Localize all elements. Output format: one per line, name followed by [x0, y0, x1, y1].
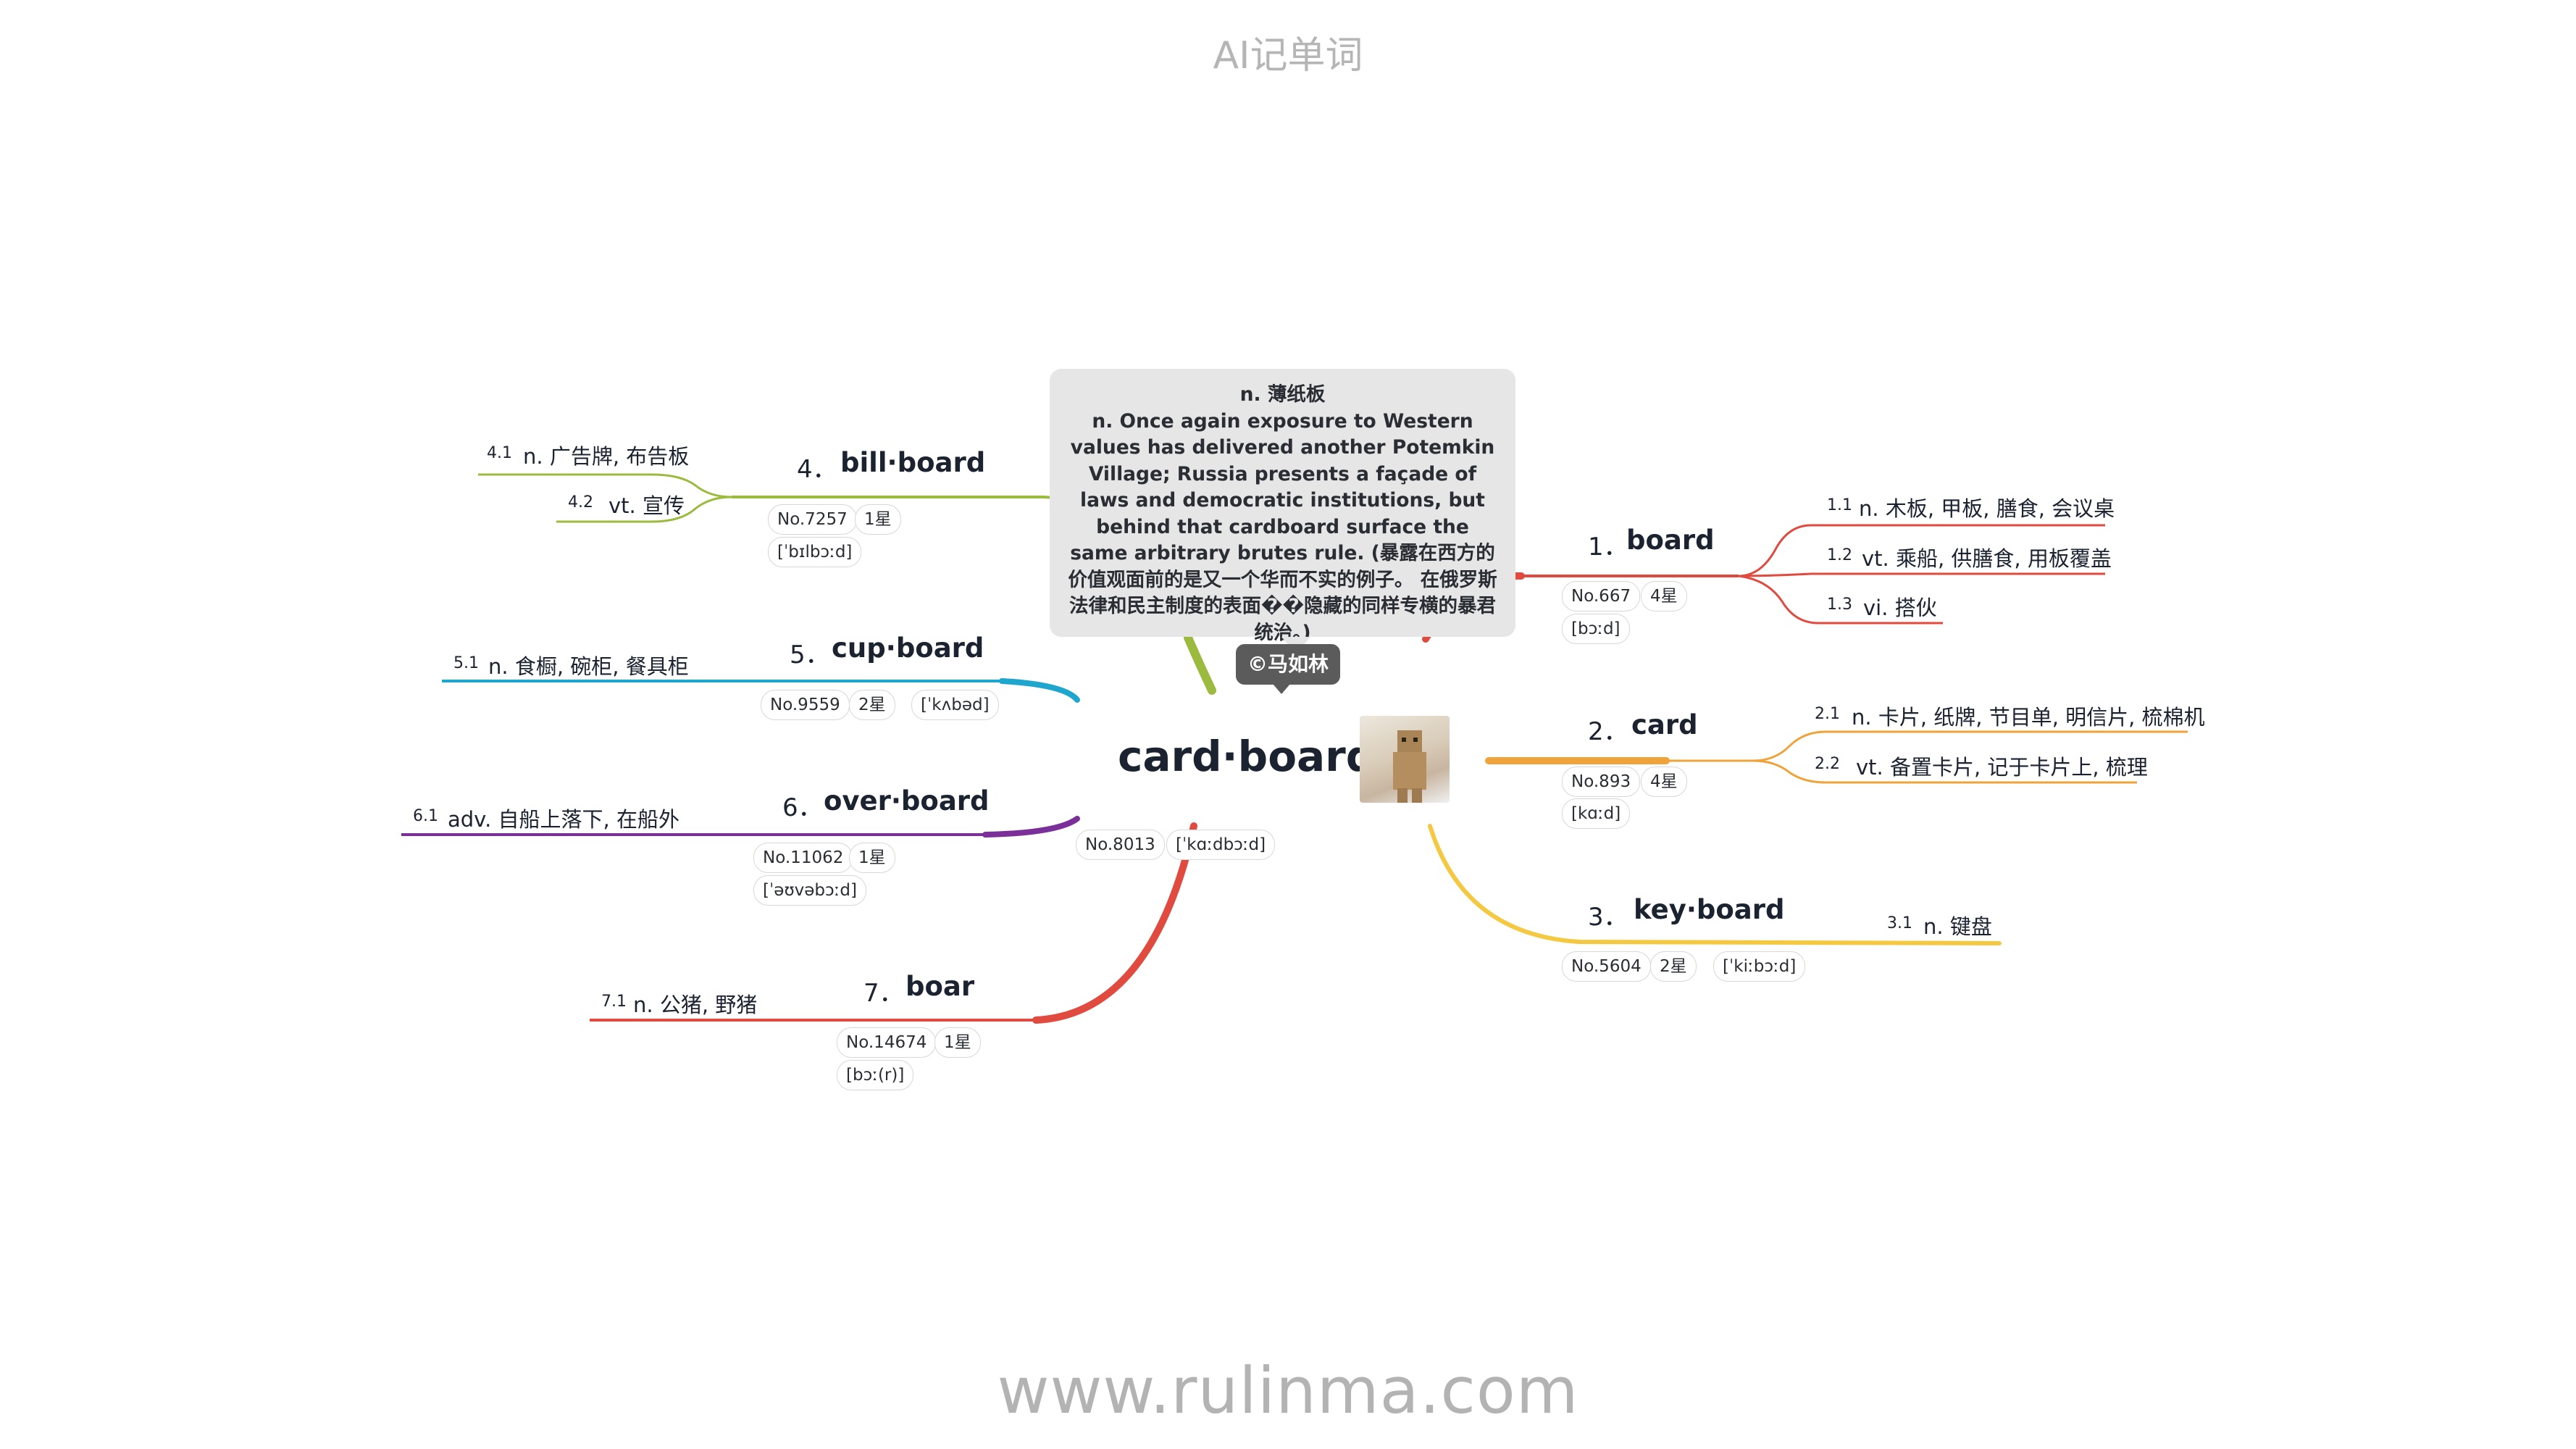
- robot-body-shape: [1393, 752, 1426, 790]
- tooltip-pos-line: n. 薄纸板: [1239, 383, 1326, 406]
- branch-6-number: No.11062: [753, 843, 853, 873]
- branch-5-stars: 2星: [849, 690, 895, 720]
- stem-cupboard: [999, 678, 1080, 703]
- def-7-1-text: n. 公猪, 野猪: [633, 993, 758, 1017]
- branch-2-index: 2．: [1588, 717, 1628, 746]
- branch-6-stars: 1星: [849, 843, 895, 873]
- def-4-1-text: n. 广告牌, 布告板: [523, 444, 690, 469]
- tooltip-example-line: n. Once again exposure to Western values…: [1068, 409, 1497, 644]
- branch-3-stars: 2星: [1650, 951, 1697, 982]
- def-3-1-text: n. 键盘: [1923, 914, 1992, 939]
- branch-1-word[interactable]: board: [1626, 525, 1715, 556]
- def-1-3-num: 1.3: [1827, 596, 1852, 614]
- def-1-2-num: 1.2: [1827, 546, 1852, 564]
- branch-5-word[interactable]: cup·board: [832, 632, 984, 664]
- branch-2-stars: 4星: [1641, 767, 1687, 797]
- root-image: [1360, 716, 1450, 803]
- branch-3-phonetic: [ˈkiːbɔːd]: [1713, 951, 1806, 982]
- def-2-2-text: vt. 备置卡片, 记于卡片上, 梳理: [1856, 755, 2148, 780]
- stem-boar: [1032, 822, 1197, 1024]
- robot-eye-right: [1413, 738, 1418, 742]
- branch-4-phonetic: [ˈbɪlbɔːd]: [768, 537, 862, 567]
- robot-eye-left: [1402, 738, 1406, 742]
- branch-4-number: No.7257: [768, 504, 857, 535]
- robot-head-shape: [1397, 730, 1422, 752]
- def-1-1-text: n. 木板, 甲板, 膳食, 会议桌: [1859, 496, 2115, 521]
- branch-3-index: 3．: [1588, 903, 1628, 932]
- def-5-1-text: n. 食橱, 碗柜, 餐具柜: [488, 654, 689, 679]
- stem-overboard: [982, 816, 1080, 838]
- robot-leg-right: [1412, 788, 1422, 803]
- root-number-badge: No.8013: [1076, 830, 1165, 860]
- branch-7-phonetic: [bɔː(r)]: [837, 1060, 914, 1090]
- branch-6-phonetic: [ˈəʊvəbɔːd]: [753, 875, 866, 906]
- def-7-1-num: 7.1: [601, 993, 627, 1011]
- definition-tooltip: n. 薄纸板 n. Once again exposure to Western…: [1050, 369, 1515, 644]
- def-1-2-text: vt. 乘船, 供膳食, 用板覆盖: [1862, 546, 2112, 571]
- branch-4-index: 4．: [797, 455, 837, 484]
- stem-billboard: [1184, 633, 1216, 695]
- branch-5-index: 5．: [790, 640, 830, 669]
- branch-7-index: 7．: [863, 979, 904, 1008]
- branch-2-phonetic: [kɑːd]: [1562, 798, 1631, 829]
- branch-4-word[interactable]: bill·board: [840, 447, 986, 478]
- author-badge-pointer: [1273, 684, 1290, 694]
- root-word[interactable]: card·board: [1118, 732, 1376, 781]
- def-6-1-num: 6.1: [413, 807, 438, 825]
- def-1-3-text: vi. 搭伙: [1863, 596, 1937, 620]
- def-6-1-text: adv. 自船上落下, 在船外: [448, 807, 679, 832]
- branch-6-word[interactable]: over·board: [824, 785, 990, 817]
- def-2-1-text: n. 卡片, 纸牌, 节目单, 明信片, 梳棉机: [1852, 705, 2205, 730]
- branch-3-number: No.5604: [1562, 951, 1651, 982]
- def-2-2-num: 2.2: [1815, 755, 1840, 773]
- def-4-2-text: vt. 宣传: [609, 493, 685, 518]
- page-header-title: AI记单词: [1213, 34, 1363, 78]
- branch-1-number: No.667: [1562, 581, 1641, 611]
- def-3-1-num: 3.1: [1887, 914, 1912, 932]
- branch-6-index: 6．: [782, 793, 823, 822]
- branch-5-phonetic: [ˈkʌbəd]: [911, 690, 999, 720]
- author-badge: ©马如林: [1236, 644, 1341, 685]
- branch-2-word[interactable]: card: [1631, 709, 1698, 740]
- branch-1-phonetic: [bɔːd]: [1562, 614, 1630, 644]
- branch-7-word[interactable]: boar: [906, 971, 975, 1002]
- branch-2-number: No.893: [1562, 767, 1641, 797]
- branch-5-number: No.9559: [761, 690, 850, 720]
- footer-url: www.rulinma.com: [997, 1353, 1579, 1428]
- root-phonetic-badge: [ˈkɑːdbɔːd]: [1166, 830, 1276, 860]
- stem-keyboard: [1428, 824, 2002, 945]
- robot-leg-left: [1397, 788, 1408, 803]
- branch-7-number: No.14674: [837, 1027, 937, 1058]
- def-4-2-num: 4.2: [568, 493, 593, 511]
- branch-1-stars: 4星: [1641, 581, 1687, 611]
- def-4-1-num: 4.1: [487, 444, 512, 462]
- branch-7-stars: 1星: [934, 1027, 981, 1058]
- branch-3-word[interactable]: key·board: [1634, 894, 1785, 925]
- branch-1-index: 1．: [1588, 533, 1628, 561]
- branch-4-stars: 1星: [855, 504, 901, 535]
- def-5-1-num: 5.1: [453, 654, 479, 672]
- def-2-1-num: 2.1: [1815, 705, 1840, 723]
- def-1-1-num: 1.1: [1827, 496, 1852, 514]
